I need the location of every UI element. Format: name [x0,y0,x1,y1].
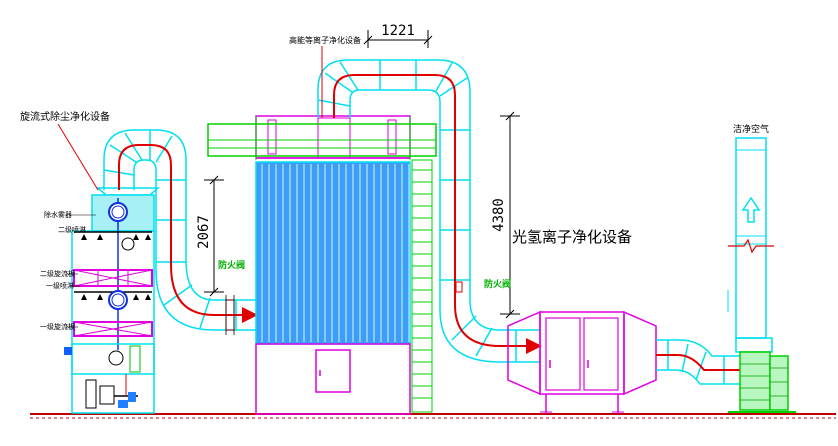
fire-damper-right-symbol [455,281,463,293]
label-fire-damper-left: 防火阀 [218,259,245,271]
duct-cyclone-to-ion [103,129,256,331]
label-photo-hydrogen-ion-equipment: 光氢离子净化设备 [512,228,632,246]
centerline-fan [656,354,740,371]
dimension-left [204,175,224,297]
cyclone-tower [64,187,160,414]
fan-and-stack [727,137,796,413]
duct-ion-to-photo [317,59,540,363]
ion-unit [207,115,437,415]
dimension-top-label: 1221 [381,23,415,39]
leader-cyclone [57,123,99,191]
label-high-energy-ion-equipment: 高能等离子净化设备 [289,35,361,45]
label-second-swirl-plate: 二级旋流板 [40,269,75,278]
label-fire-damper-right: 防火阀 [484,278,511,290]
label-clean-air: 洁净空气 [733,123,769,135]
dimension-right-label: 4380 [491,198,507,232]
label-cyclone-dust-equipment: 旋流式除尘净化设备 [20,110,110,123]
duct-photo-to-fan [656,339,740,385]
label-first-swirl-plate: 一级旋流板 [40,322,75,331]
label-first-spray: 一级喷淋 [46,281,74,290]
centerline-top [333,74,542,354]
dimension-top [363,30,433,48]
dimension-right [500,111,520,319]
photo-hydrogen-unit [507,310,657,414]
ground-line [30,413,836,419]
centerline-left [118,144,258,323]
label-demister: 除水雾器 [44,210,72,219]
dimension-left-label: 2067 [196,215,212,249]
label-second-spray: 二级喷淋 [58,225,86,234]
